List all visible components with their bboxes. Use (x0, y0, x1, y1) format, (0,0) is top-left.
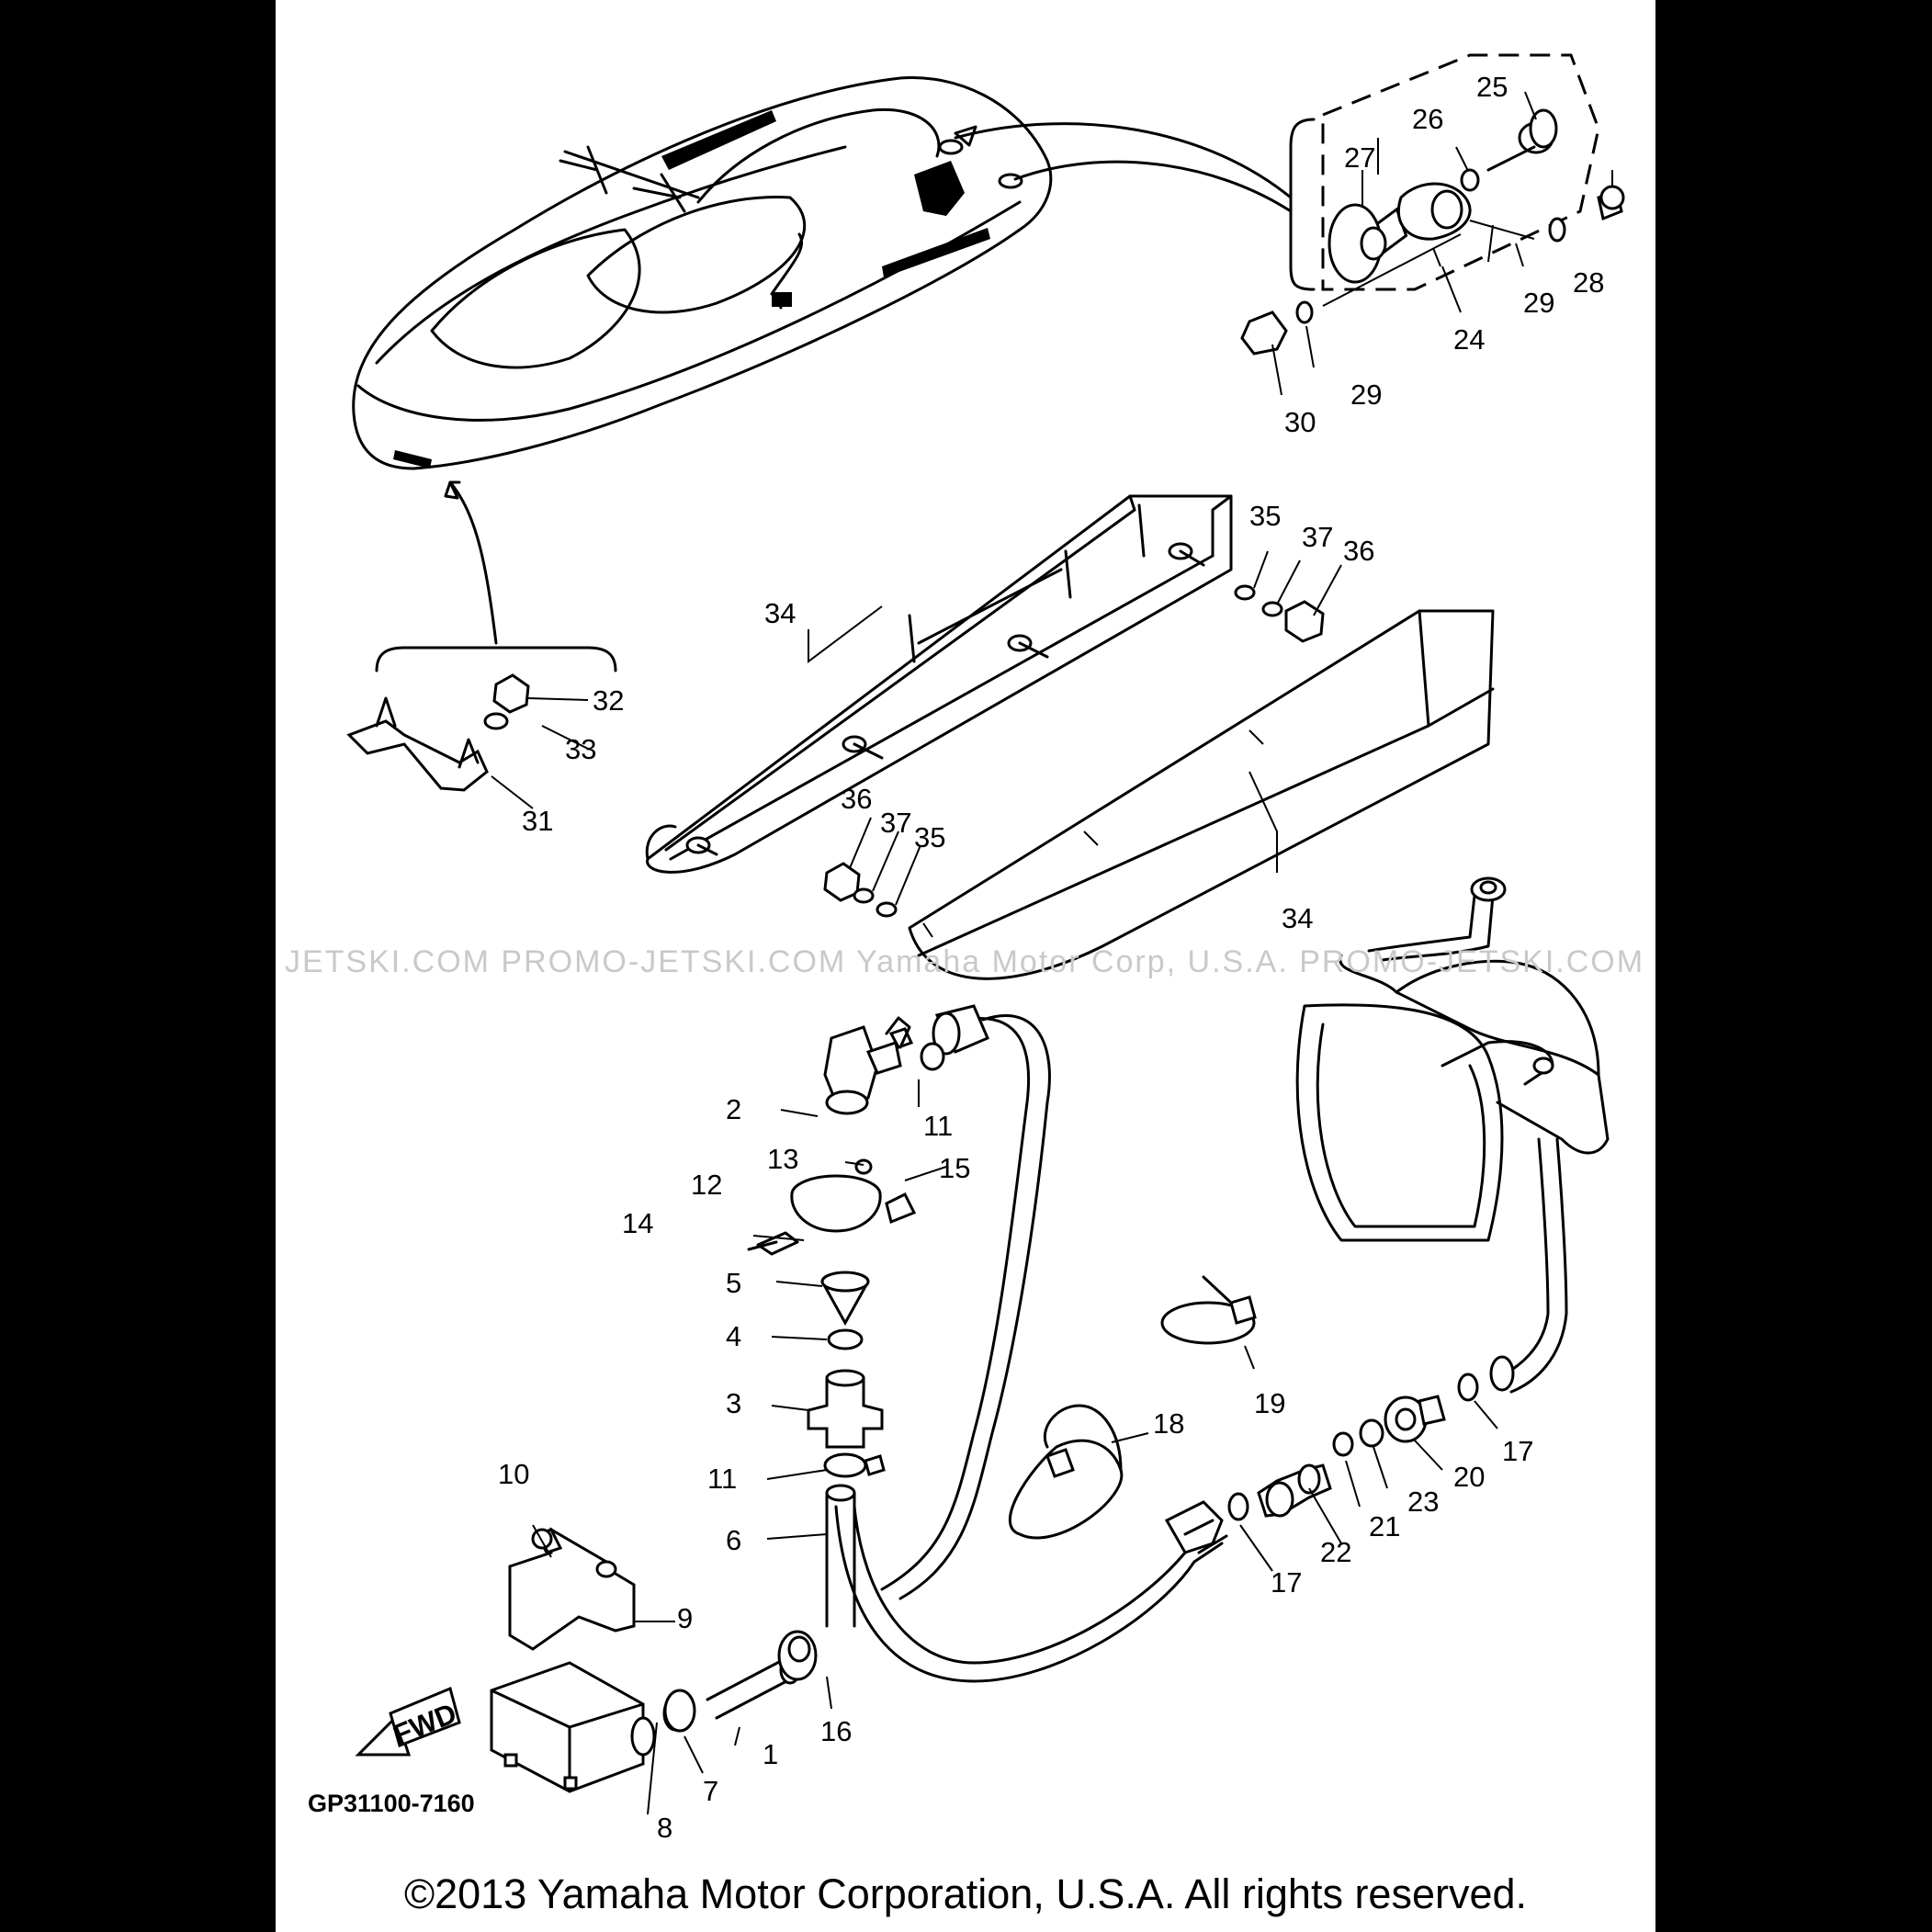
callout-34a: 34 (764, 597, 796, 629)
callout-31: 31 (522, 805, 553, 837)
callout-35b: 35 (914, 821, 945, 853)
callout-17b: 17 (1502, 1435, 1533, 1467)
callout-20: 20 (1453, 1461, 1485, 1493)
callout-27: 27 (1344, 141, 1375, 174)
copyright-notice: ©2013 Yamaha Motor Corporation, U.S.A. A… (403, 1870, 1528, 1917)
callout-9: 9 (677, 1602, 693, 1634)
callout-3: 3 (726, 1387, 741, 1419)
callout-37b: 37 (880, 807, 911, 839)
rail-fasteners (823, 584, 1325, 918)
callout-26: 26 (1412, 103, 1443, 135)
callout-13: 13 (767, 1143, 798, 1175)
callout-5: 5 (726, 1267, 741, 1299)
callout-19: 19 (1254, 1387, 1285, 1419)
drain-plug-inset (1240, 53, 1625, 356)
sponson-rails (645, 494, 1495, 980)
callout-29b: 29 (1350, 378, 1382, 411)
callout-35a: 35 (1249, 500, 1281, 532)
forward-arrow: FWD (355, 1686, 461, 1757)
watermark: JETSKI.COM PROMO-JETSKI.COM Yamaha Motor… (284, 944, 1645, 979)
callout-8: 8 (657, 1812, 672, 1844)
callout-10: 10 (498, 1458, 529, 1490)
callout-14: 14 (622, 1207, 653, 1239)
callout-25: 25 (1476, 71, 1508, 103)
callout-17a: 17 (1271, 1566, 1302, 1599)
callout-16: 16 (820, 1715, 852, 1747)
callout-36a: 36 (1343, 535, 1374, 567)
callout-24: 24 (1453, 323, 1485, 356)
cable-ties (1008, 1275, 1257, 1540)
watercraft-hull (352, 75, 1293, 470)
callout-33: 33 (565, 733, 596, 765)
callout-32: 32 (593, 684, 624, 717)
callout-6: 6 (726, 1524, 741, 1556)
callout-2: 2 (726, 1093, 741, 1125)
diagram-code: GP31100-7160 (308, 1790, 475, 1817)
jet-pump-housing (1295, 876, 1610, 1394)
callout-29a: 29 (1523, 287, 1554, 319)
callout-21: 21 (1369, 1510, 1400, 1542)
callout-34b: 34 (1282, 902, 1313, 934)
bypass-fittings (1183, 1373, 1479, 1554)
cooling-hose-loop (834, 1004, 1224, 1683)
callout-28: 28 (1573, 266, 1604, 299)
callout-numbers: 25 26 27 28 29 24 29 30 35 37 36 34 32 3… (498, 71, 1604, 1844)
callout-36b: 36 (841, 783, 872, 815)
callout-22: 22 (1320, 1536, 1351, 1568)
callout-11a: 11 (923, 1110, 953, 1142)
water-box-assembly (490, 1484, 856, 1793)
callout-18: 18 (1153, 1407, 1184, 1440)
bracket-31 (346, 480, 617, 792)
callout-30: 30 (1284, 406, 1316, 438)
callout-11b: 11 (707, 1463, 737, 1495)
callout-4: 4 (726, 1320, 741, 1352)
callout-23: 23 (1407, 1486, 1439, 1518)
callout-12: 12 (691, 1169, 722, 1201)
valve-stack (747, 1016, 945, 1478)
callout-15: 15 (939, 1152, 970, 1184)
callout-1: 1 (763, 1738, 778, 1770)
callout-37a: 37 (1302, 521, 1333, 553)
diagram-sheet (276, 0, 1655, 1932)
callout-7: 7 (703, 1775, 718, 1807)
leader-lines (491, 91, 1613, 1815)
